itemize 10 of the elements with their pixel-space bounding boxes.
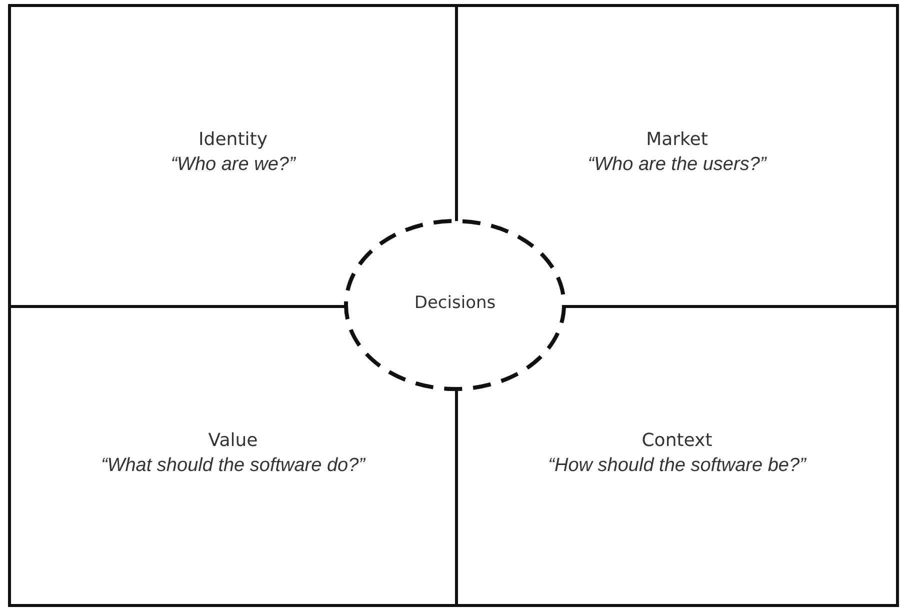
quadrant-title: Identity [198, 129, 268, 150]
guiding-question: “Who are the users?” [588, 154, 766, 176]
center-label: Decisions [413, 293, 497, 313]
guiding-question: “How should the software be?” [548, 455, 806, 477]
quadrant-title: Value [208, 430, 258, 451]
decision-ellipse [343, 218, 567, 392]
quadrant-title: Market [646, 129, 708, 150]
guiding-question: “What should the software do?” [100, 455, 366, 477]
guiding-question: “Who are we?” [170, 154, 296, 176]
quadrant-title: Context [642, 430, 712, 451]
